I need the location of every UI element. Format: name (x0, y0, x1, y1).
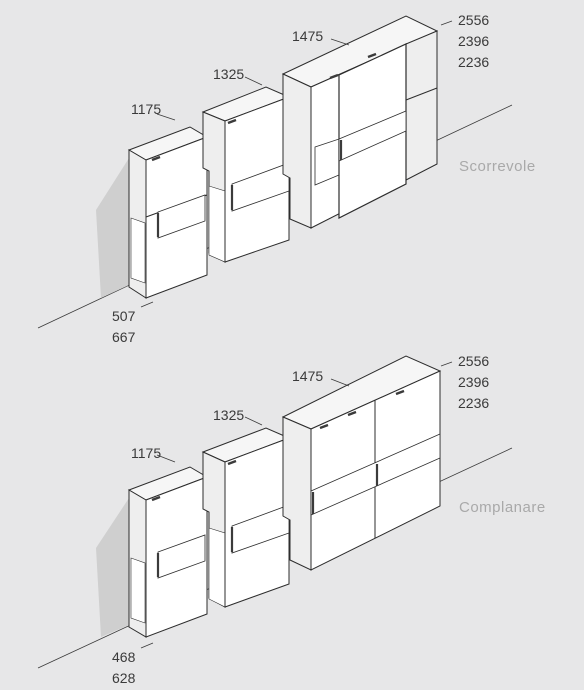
top-rail (347, 410, 357, 417)
wardrobe-1475 (281, 15, 439, 229)
cabinet-interior-lower (130, 557, 146, 624)
top-rail (227, 118, 237, 125)
depth-label-2: 628 (112, 670, 136, 686)
width-1475-label: 1475 (292, 28, 323, 44)
top-rail (395, 389, 405, 396)
cabinet-interior-lower (208, 527, 226, 608)
leader-depth (140, 301, 154, 308)
shelf-line (405, 87, 438, 101)
top-rail (367, 52, 377, 59)
wardrobe-1475 (281, 355, 442, 571)
top-rail (151, 155, 161, 162)
width-1325-label: 1325 (213, 407, 244, 423)
leader-depth (140, 642, 154, 649)
leader-1325 (244, 76, 263, 86)
top-rail (319, 423, 329, 430)
scorrevole-section: 1175 1325 1475 2556 2396 2236 507 667 Sc… (37, 12, 536, 345)
wardrobe-1325 (201, 427, 291, 608)
height-label-2: 2396 (458, 374, 489, 390)
door-band (338, 110, 407, 162)
wardrobe-1175 (127, 126, 209, 299)
depth-label-1: 468 (112, 649, 136, 665)
door-band (310, 433, 441, 516)
cabinet-shadow (96, 498, 129, 637)
leader-1175 (156, 454, 176, 463)
width-1475-label: 1475 (292, 368, 323, 384)
open-shelf-section (405, 30, 438, 181)
top-rail (227, 459, 237, 466)
wardrobe-1325 (201, 86, 291, 263)
leader-1325 (244, 416, 263, 426)
leader-height (440, 20, 453, 26)
width-1325-label: 1325 (213, 66, 244, 82)
wardrobe-1175 (127, 466, 209, 638)
cabinet-interior-lower (208, 185, 226, 263)
section-label: Complanare (459, 499, 546, 516)
cabinet-shadow (96, 158, 129, 298)
height-label-2: 2396 (458, 33, 489, 49)
depth-label-1: 507 (112, 308, 136, 324)
height-label-1: 2556 (458, 12, 489, 28)
complanare-section: 1175 1325 1475 2556 2396 2236 468 628 Co… (37, 353, 546, 686)
height-label-1: 2556 (458, 353, 489, 369)
height-label-3: 2236 (458, 395, 489, 411)
height-label-3: 2236 (458, 54, 489, 70)
top-rail (329, 73, 339, 80)
section-label: Scorrevole (459, 158, 536, 175)
cabinet-interior-lower (130, 217, 146, 284)
depth-label-2: 667 (112, 329, 136, 345)
top-rail (151, 495, 161, 502)
leader-1475 (330, 378, 350, 387)
width-1175-label: 1175 (131, 445, 161, 461)
width-1175-label: 1175 (131, 101, 161, 117)
leader-1475 (330, 38, 350, 46)
leader-height (440, 361, 453, 367)
leader-1175 (156, 113, 176, 121)
